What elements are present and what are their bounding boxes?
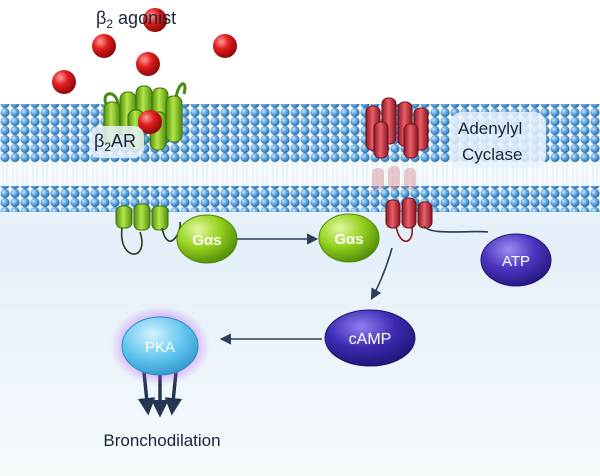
cyclase-helix bbox=[385, 199, 401, 229]
receptor-loop bbox=[161, 221, 181, 242]
cyclase-helix bbox=[403, 123, 419, 159]
pka-blob bbox=[121, 316, 199, 376]
gas-receptor-node: Gαs bbox=[176, 214, 238, 264]
agonist-molecule bbox=[136, 52, 160, 76]
cyclase-helix bbox=[401, 197, 417, 229]
agonist-molecule bbox=[143, 8, 167, 32]
receptor-loop bbox=[121, 227, 143, 255]
atp-node: ATP bbox=[480, 233, 552, 287]
camp-node: cAMP bbox=[324, 309, 416, 367]
agonist-label: β2 agonist bbox=[96, 8, 176, 31]
receptor-loop bbox=[174, 82, 187, 99]
agonist-molecule bbox=[52, 70, 76, 94]
receptor-helix bbox=[115, 205, 133, 229]
cyclase-helix bbox=[417, 201, 433, 229]
pka-label: PKA bbox=[145, 339, 175, 356]
receptor-helix bbox=[133, 203, 151, 231]
receptor-helix bbox=[165, 95, 183, 143]
gas-receptor-label: Gαs bbox=[192, 232, 221, 249]
atp-blob bbox=[480, 233, 552, 287]
cyclase-tail bbox=[423, 225, 489, 233]
cyclase-helix bbox=[373, 121, 389, 159]
cyclase-loop bbox=[395, 225, 413, 243]
camp-blob bbox=[324, 309, 416, 367]
agonist-molecule bbox=[92, 34, 116, 58]
atp-label: ATP bbox=[502, 253, 530, 270]
arrow-cyclase-to-camp bbox=[370, 247, 393, 300]
cyclase-label-line2: Cyclase bbox=[462, 145, 522, 164]
gas-enzyme-blob bbox=[318, 213, 380, 263]
receptor-label: β2AR bbox=[94, 131, 136, 154]
membrane-inner-leaflet bbox=[0, 186, 600, 212]
camp-label: cAMP bbox=[349, 331, 392, 348]
pka-node: PKA bbox=[110, 306, 210, 386]
agonist-molecules bbox=[52, 8, 237, 94]
cyclase-label-line1: Adenylyl bbox=[458, 119, 522, 138]
gas-enzyme-node: Gαs bbox=[318, 213, 380, 263]
adenylyl-cyclase bbox=[365, 97, 489, 243]
outcome-label: Bronchodilation bbox=[103, 431, 220, 450]
agonist-molecule bbox=[213, 34, 237, 58]
beta2-receptor bbox=[103, 82, 187, 255]
bound-agonist bbox=[138, 110, 162, 134]
gas-enzyme-label: Gαs bbox=[334, 231, 363, 248]
receptor-helix bbox=[151, 205, 169, 231]
gas-receptor-blob bbox=[176, 214, 238, 264]
